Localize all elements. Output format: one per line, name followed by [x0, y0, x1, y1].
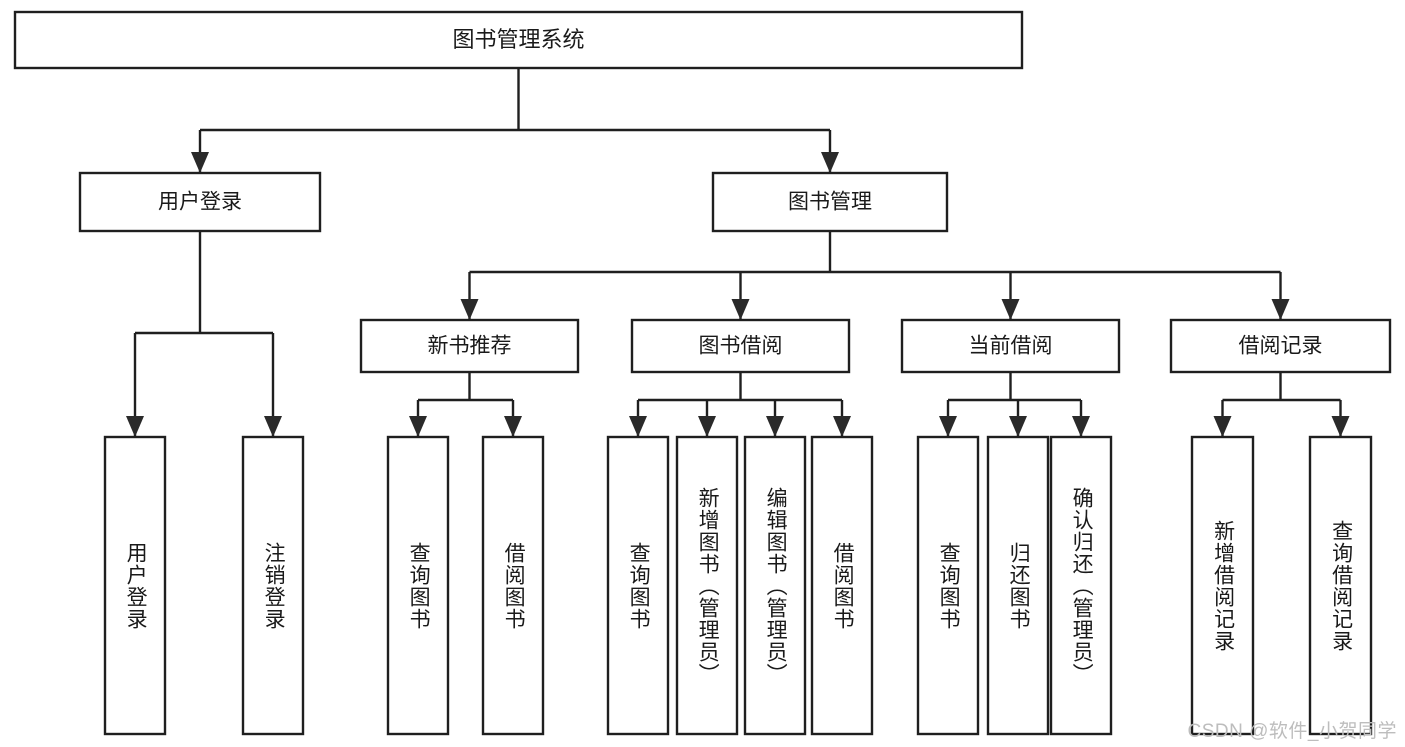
- arrow-head-leaf-borrow-book-2: [833, 416, 851, 437]
- node-box-leaf-add-book: [675, 435, 739, 736]
- node-box-user-login: [78, 171, 322, 233]
- node-label-book-manage: 图书管理: [788, 191, 872, 214]
- node-box-leaf-user-logout: [241, 435, 305, 736]
- arrow-head-leaf-query-record: [1331, 416, 1350, 437]
- node-box-leaf-add-record: [1190, 435, 1255, 736]
- watermark-text: CSDN @软件_小贺同学: [1187, 721, 1397, 742]
- arrow-head-leaf-borrow-book-1: [504, 416, 522, 437]
- node-box-book-manage: [711, 171, 949, 233]
- node-box-leaf-query-book-1: [386, 435, 450, 736]
- arrow-head-current-borrow: [1001, 299, 1020, 320]
- node-box-leaf-borrow-book-2: [810, 435, 874, 736]
- arrow-head-leaf-user-login: [126, 416, 144, 437]
- node-box-leaf-user-login: [103, 435, 167, 736]
- arrow-head-book-manage: [821, 152, 839, 173]
- arrow-head-leaf-query-book-3: [939, 416, 957, 437]
- node-box-leaf-edit-book: [743, 435, 807, 736]
- arrow-head-leaf-add-record: [1213, 416, 1232, 437]
- node-box-leaf-query-record: [1308, 435, 1373, 736]
- node-label-new-book-recommend: 新书推荐: [428, 335, 512, 358]
- arrow-head-leaf-return-book: [1009, 416, 1027, 437]
- node-box-leaf-confirm-return: [1049, 435, 1113, 736]
- node-box-leaf-return-book: [986, 435, 1050, 736]
- node-label-borrow-record: 借阅记录: [1239, 335, 1323, 358]
- node-label-book-borrow: 图书借阅: [699, 335, 783, 358]
- arrow-head-leaf-confirm-return: [1072, 416, 1090, 437]
- node-box-borrow-record: [1169, 318, 1392, 374]
- arrow-head-leaf-edit-book: [766, 416, 784, 437]
- node-box-leaf-query-book-2: [606, 435, 670, 736]
- connectors-layer: [126, 68, 1350, 437]
- arrow-head-leaf-add-book: [698, 416, 716, 437]
- node-box-book-borrow: [630, 318, 851, 374]
- arrow-head-borrow-record: [1271, 299, 1290, 320]
- node-box-current-borrow: [900, 318, 1121, 374]
- node-label-user-login: 用户登录: [158, 191, 242, 214]
- node-box-root: [13, 10, 1024, 70]
- arrow-head-leaf-query-book-1: [409, 416, 427, 437]
- arrow-head-new-book-recommend: [460, 299, 479, 320]
- arrow-head-leaf-query-book-2: [629, 416, 647, 437]
- arrow-head-book-borrow: [731, 299, 750, 320]
- node-box-leaf-borrow-book-1: [481, 435, 545, 736]
- node-box-new-book-recommend: [359, 318, 580, 374]
- arrow-head-leaf-user-logout: [264, 416, 282, 437]
- node-label-current-borrow: 当前借阅: [969, 335, 1053, 358]
- node-label-root: 图书管理系统: [452, 27, 584, 52]
- node-box-leaf-query-book-3: [916, 435, 980, 736]
- arrow-head-user-login: [191, 152, 209, 173]
